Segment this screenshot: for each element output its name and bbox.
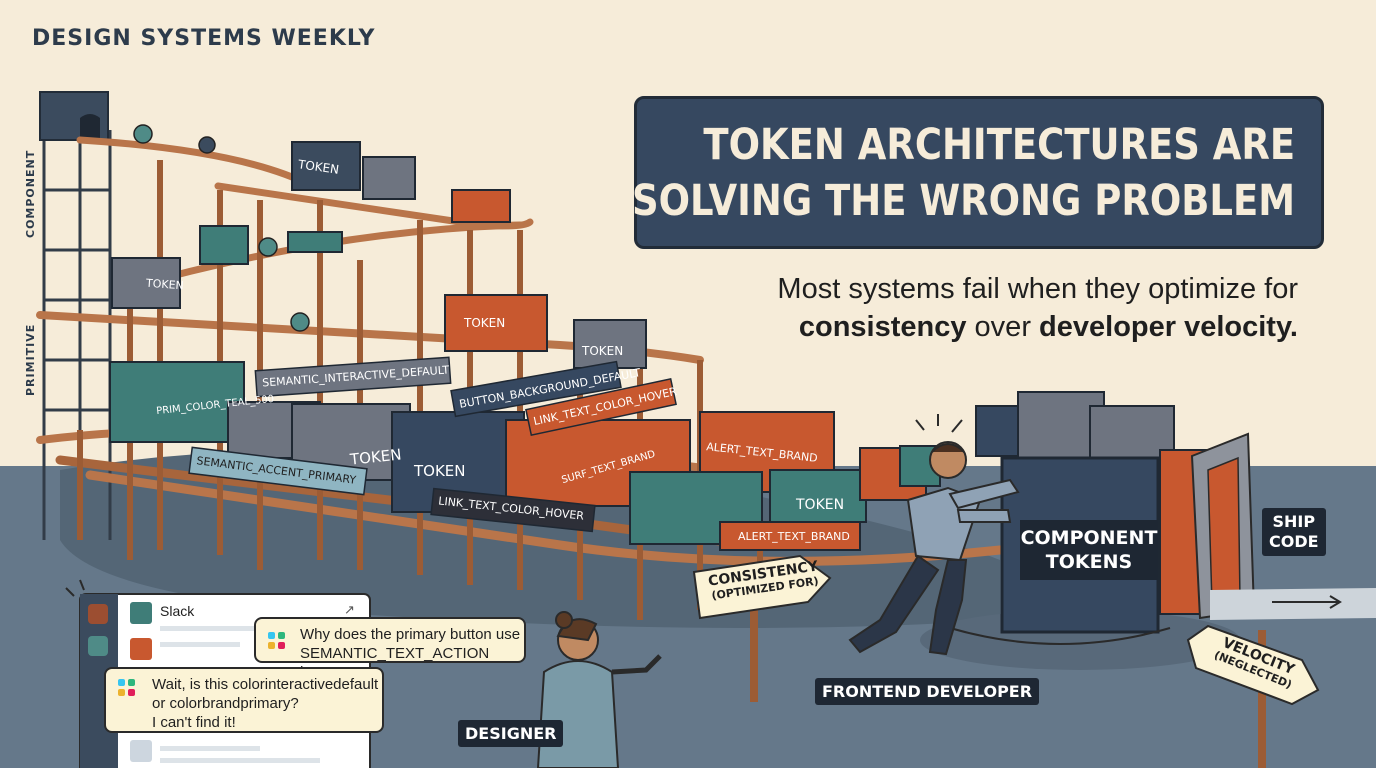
ball <box>198 136 216 154</box>
box <box>111 257 181 309</box>
box <box>769 469 867 523</box>
chat-message-2-line-2: or colorbrandprimary? <box>152 695 299 712</box>
label-strip <box>430 487 596 533</box>
box <box>109 361 245 443</box>
box-label: TOKEN <box>414 462 466 480</box>
chat-bubble-question: Why does the primary button use SEMANTIC… <box>254 617 526 681</box>
slack-avatar <box>130 602 152 624</box>
ball <box>258 237 278 257</box>
effort-marks <box>915 414 963 433</box>
headline-line-1: TOKEN ARCHITECTURES ARE <box>703 119 1295 170</box>
component-tokens-line-2: TOKENS <box>1045 551 1133 573</box>
gate-opening <box>1207 456 1241 605</box>
headline-box: TOKEN ARCHITECTURES ARE SOLVING THE WRON… <box>631 96 1324 249</box>
box <box>291 141 361 191</box>
box-label: TOKEN <box>145 276 185 293</box>
slack-logo-icon <box>268 632 286 650</box>
chat-message-1-line-1: Why does the primary button use <box>300 626 521 643</box>
subheadline-line-1: Most systems fail when they optimize for <box>777 273 1298 305</box>
box <box>719 521 861 551</box>
box <box>199 225 249 265</box>
push-arc <box>949 627 1171 645</box>
frontend-developer <box>848 441 1020 656</box>
slack-logo-icon <box>118 679 136 697</box>
box <box>287 231 343 253</box>
slack-workspace <box>88 604 108 624</box>
component-tokens-label-band <box>1020 520 1158 580</box>
frontend-developer-label: FRONTEND DEVELOPER <box>815 678 1040 705</box>
box-label: TOKEN <box>464 316 506 330</box>
box-label: TOKEN <box>796 497 845 513</box>
slack-workspace <box>88 636 108 656</box>
placeholder-line <box>160 746 260 751</box>
subheadline-line-2: consistency over developer velocity. <box>777 308 1298 346</box>
placeholder-line <box>160 758 320 763</box>
consistency-sign <box>692 554 832 620</box>
label-strip <box>525 378 677 436</box>
subheadline-connector: over <box>966 311 1040 343</box>
component-tokens-line-1: COMPONENT <box>1020 527 1158 549</box>
component-tokens-label: COMPONENT TOKENS <box>1020 526 1158 574</box>
velocity-sign <box>1186 624 1320 706</box>
headline-line-2: SOLVING THE WRONG PROBLEM <box>631 175 1295 226</box>
placeholder-line <box>160 626 280 631</box>
ship-code-line-1: SHIP <box>1272 512 1316 531</box>
box <box>573 319 647 369</box>
alert-marks <box>65 579 85 597</box>
box <box>362 156 416 200</box>
box-label: ALERT_TEXT_BRAND <box>738 530 850 543</box>
label-strip <box>188 446 368 496</box>
slack-avatar <box>130 638 152 660</box>
ball <box>133 124 153 144</box>
designer-label: DESIGNER <box>458 720 564 747</box>
chat-message-2-line-3: I can't find it! <box>152 714 236 731</box>
box-label: TOKEN <box>582 344 624 358</box>
ship-code-label: SHIP CODE <box>1262 508 1326 556</box>
external-link-icon: ↗ <box>344 602 355 617</box>
publication-name: DESIGN SYSTEMS WEEKLY <box>32 26 376 51</box>
ball <box>290 312 310 332</box>
box <box>451 189 511 223</box>
label-strip <box>254 356 452 398</box>
subheadline-emphasis-velocity: developer velocity. <box>1039 311 1298 343</box>
placeholder-line <box>160 642 240 647</box>
chat-message-2-line-1: Wait, is this colorinteractivedefault <box>152 676 379 693</box>
hopper-opening <box>80 114 100 140</box>
slack-app-name: Slack <box>160 603 195 619</box>
arc-shadow <box>920 610 1240 670</box>
subheadline: Most systems fail when they optimize for… <box>777 270 1298 346</box>
subheadline-emphasis-consistency: consistency <box>798 311 967 343</box>
box <box>444 294 548 352</box>
slack-avatar <box>130 740 152 762</box>
label-strip <box>450 360 622 418</box>
exit-path <box>1210 588 1376 620</box>
exit-arrow <box>1272 595 1342 609</box>
tier-label-primitive: PRIMITIVE <box>24 323 37 396</box>
ship-code-line-2: CODE <box>1269 532 1319 551</box>
tier-label-component: COMPONENT <box>24 149 37 238</box>
chat-bubble-reply: Wait, is this colorinteractivedefault or… <box>104 667 384 733</box>
